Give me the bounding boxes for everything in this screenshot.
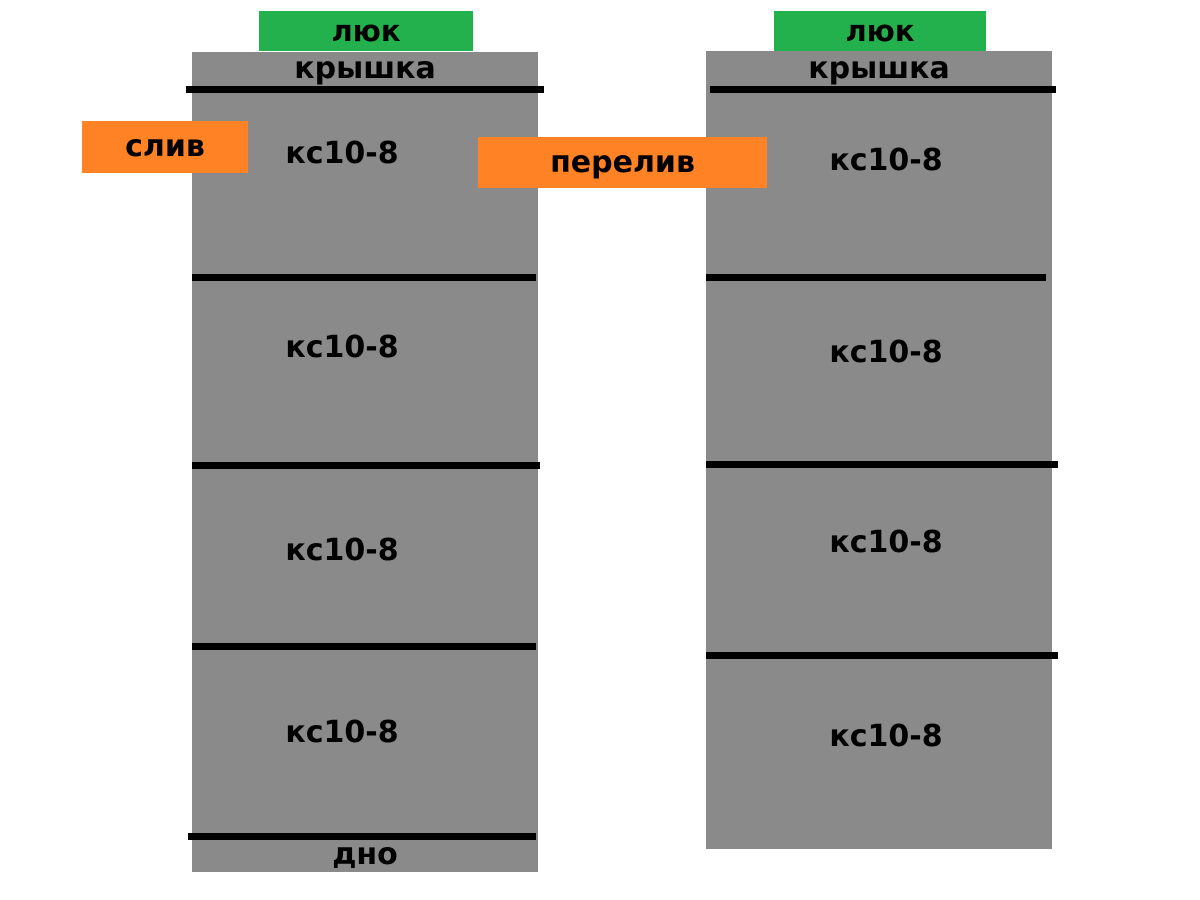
left-tank-ring-label-2: кс10-8: [285, 330, 399, 365]
left-tank-ring-label-4: кс10-8: [285, 715, 399, 750]
overflow-pipe-box[interactable]: перелив: [478, 137, 767, 188]
drain-pipe-label: слив: [125, 129, 205, 164]
right-tank-ring-label-1: кс10-8: [829, 143, 943, 178]
right-tank-ring-label-3: кс10-8: [829, 525, 943, 560]
left-tank-cap-seam: [186, 86, 544, 93]
left-tank-ring-label-1: кс10-8: [285, 136, 399, 171]
left-tank-hatch-box[interactable]: люк: [259, 11, 473, 51]
left-tank-hatch-label: люк: [331, 13, 401, 48]
left-tank-ring-seam-2: [192, 462, 540, 469]
drain-pipe-box[interactable]: слив: [82, 121, 248, 173]
left-tank-cap-label: крышка: [294, 51, 436, 86]
left-tank-bottom-seam: [188, 833, 536, 840]
left-tank-ring-label-3: кс10-8: [285, 533, 399, 568]
right-tank-hatch-label: люк: [845, 13, 915, 48]
overflow-pipe-label: перелив: [550, 144, 695, 180]
right-tank-ring-label-4: кс10-8: [829, 719, 943, 754]
right-tank-ring-seam-2: [706, 461, 1058, 468]
right-tank-ring-label-2: кс10-8: [829, 335, 943, 370]
left-tank-ring-seam-3: [192, 643, 536, 650]
right-tank-cap-seam: [710, 86, 1056, 93]
right-tank-cap-label: крышка: [808, 51, 950, 86]
right-tank-hatch-box[interactable]: люк: [774, 11, 986, 51]
left-tank-bottom-label: дно: [332, 837, 398, 872]
right-tank-ring-seam-1: [706, 274, 1046, 281]
left-tank-ring-seam-1: [192, 274, 536, 281]
right-tank-ring-seam-3: [706, 652, 1058, 659]
